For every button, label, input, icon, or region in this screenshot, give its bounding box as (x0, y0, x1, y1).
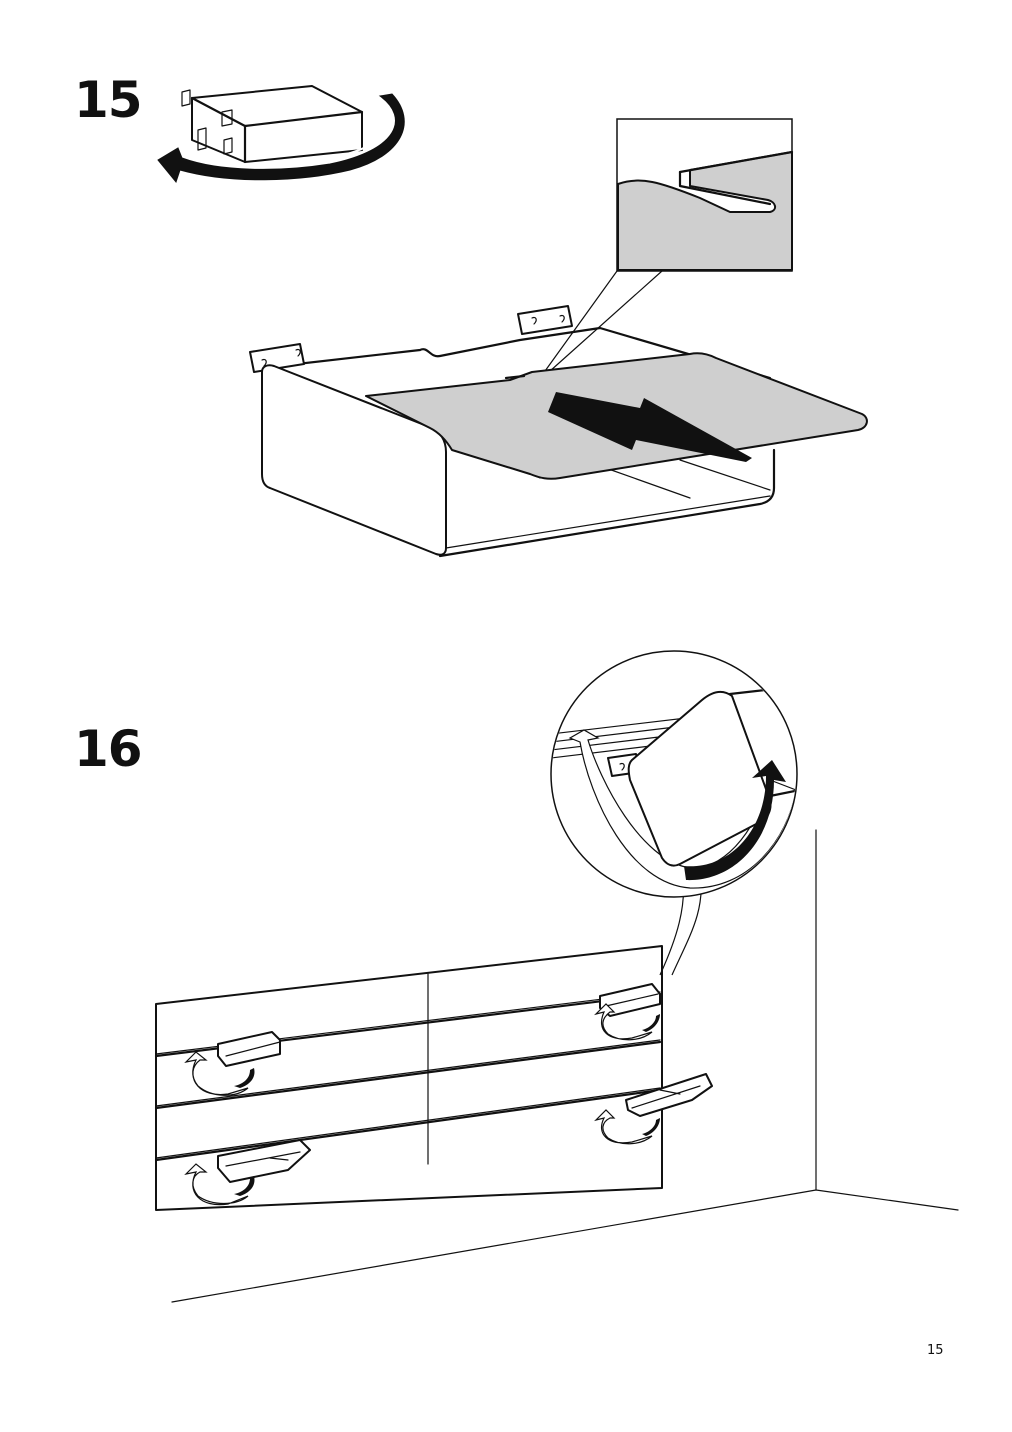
hook-bottom-left (217, 1139, 311, 1183)
step-number-16: 16 (74, 720, 143, 778)
wall-corner (171, 829, 959, 1303)
page-number: 15 (927, 1343, 944, 1358)
hook-arrow-icon (184, 1051, 255, 1096)
zoom-detail-box (539, 118, 794, 381)
hook-arrow-icon (184, 1163, 255, 1206)
hook-top-left (217, 1031, 281, 1067)
hook-arrow-icon (594, 1003, 660, 1041)
zoom-detail-circle (550, 650, 798, 976)
hook-top-right (599, 983, 661, 1017)
step-number-15: 15 (74, 71, 143, 129)
push-arrow-icon (548, 392, 752, 462)
shelf-unit (249, 305, 776, 558)
rotate-arrow-icon (157, 93, 405, 184)
hook-arrow-icon (594, 1109, 660, 1145)
hook-bottom-right (625, 1073, 713, 1117)
rotate-thumbnail (181, 85, 364, 164)
